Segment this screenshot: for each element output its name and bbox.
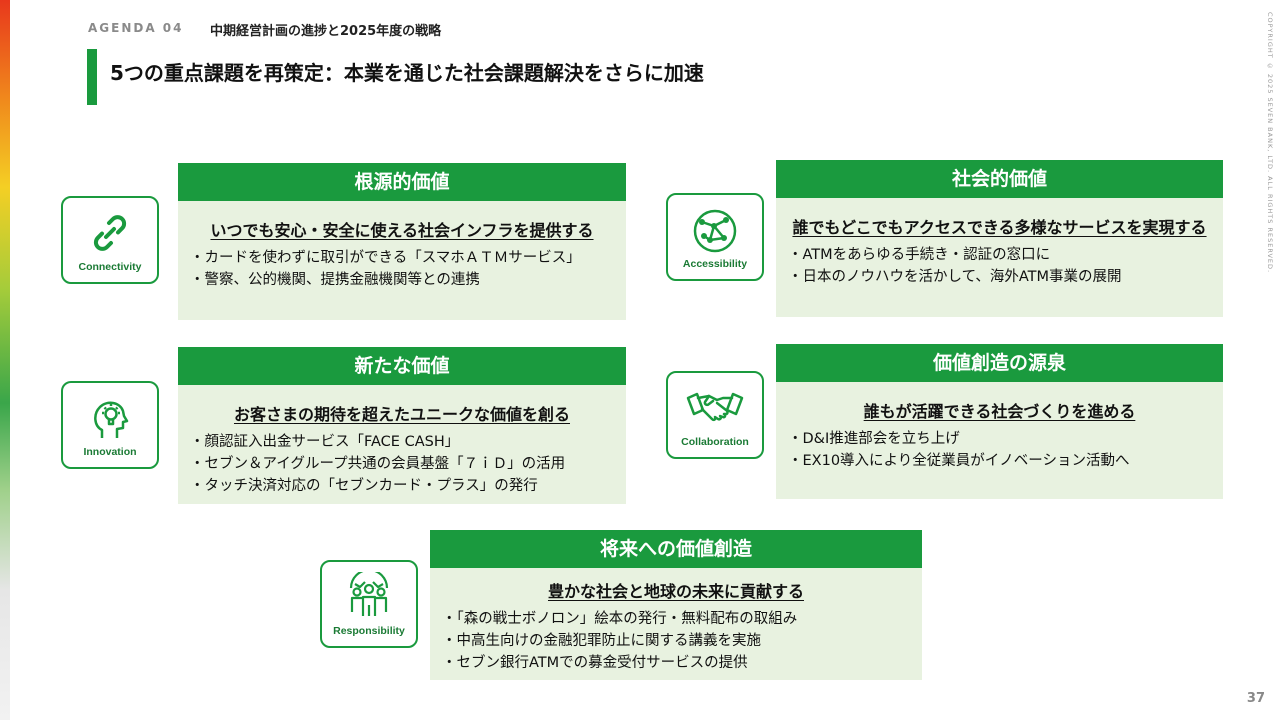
page-title: 5つの重点課題を再策定：本業を通じた社会課題解決をさらに加速: [110, 61, 704, 85]
card-lead: お客さまの期待を超えたユニークな価値を創る: [233, 405, 570, 424]
card-item: ・セブン＆アイグループ共通の会員基盤「７ｉＤ」の活用: [190, 456, 566, 472]
card-body: いつでも安心・安全に使える社会インフラを提供する ・カードを使わずに取引ができる…: [178, 201, 626, 320]
decorative-color-stripe: [0, 0, 10, 720]
agenda-subtitle: 中期経営計画の進捗と2025年度の戦略: [210, 24, 442, 39]
card-item: ・D&I推進部会を立ち上げ: [788, 431, 960, 447]
card-body: 豊かな社会と地球の未来に貢献する ・「森の戦士ボノロン」絵本の発行・無料配布の取…: [430, 568, 922, 680]
card-social-value: 社会的価値 誰でもどこでもアクセスできる多様なサービスを実現する ・ATMをあら…: [776, 160, 1223, 317]
link-icon: [93, 215, 127, 251]
card-body: お客さまの期待を超えたユニークな価値を創る ・顔認証入出金サービス「FACE C…: [178, 385, 626, 504]
card-item: ・「森の戦士ボノロン」絵本の発行・無料配布の取組み: [442, 611, 798, 627]
card-lead: 誰でもどこでもアクセスできる多様なサービスを実現する: [792, 218, 1207, 237]
card-body: 誰もが活躍できる社会づくりを進める ・D&I推進部会を立ち上げ ・EX10導入に…: [776, 382, 1223, 499]
card-item: ・中高生向けの金融犯罪防止に関する講義を実施: [442, 633, 761, 649]
people-globe-icon: [349, 572, 389, 616]
card-item: ・日本のノウハウを活かして、海外ATM事業の展開: [788, 269, 1122, 285]
card-heading: 根源的価値: [178, 163, 626, 201]
innovation-icon-box: Innovation: [61, 381, 159, 469]
agenda-label: AGENDA 04: [88, 21, 184, 35]
card-body: 誰でもどこでもアクセスできる多様なサービスを実現する ・ATMをあらゆる手続き・…: [776, 198, 1223, 317]
card-lead: 誰もが活躍できる社会づくりを進める: [863, 402, 1136, 421]
accessibility-icon-box: Accessibility: [666, 193, 764, 281]
card-item: ・警察、公的機関、提携金融機関等との連携: [190, 272, 480, 288]
card-lead: 豊かな社会と地球の未来に貢献する: [547, 582, 804, 601]
card-heading: 新たな価値: [178, 347, 626, 385]
lightbulb-head-icon: [94, 401, 129, 438]
card-new-value: 新たな価値 お客さまの期待を超えたユニークな価値を創る ・顔認証入出金サービス「…: [178, 347, 626, 504]
card-heading: 価値創造の源泉: [776, 344, 1223, 382]
icon-label: Responsibility: [333, 625, 405, 637]
title-accent-bar: [87, 49, 97, 105]
page-number: 37: [1246, 691, 1265, 706]
card-heading: 将来への価値創造: [430, 530, 922, 568]
card-item: ・タッチ決済対応の「セブンカード・プラス」の発行: [190, 478, 538, 494]
icon-label: Connectivity: [78, 261, 142, 273]
responsibility-icon-box: Responsibility: [320, 560, 418, 648]
card-item: ・ATMをあらゆる手続き・認証の窓口に: [788, 247, 1051, 263]
icon-label: Innovation: [83, 446, 137, 458]
handshake-icon: [686, 392, 744, 422]
card-item: ・カードを使わずに取引ができる「スマホＡＴＭサービス」: [190, 250, 581, 266]
connectivity-icon-box: Connectivity: [61, 196, 159, 284]
card-future-value: 将来への価値創造 豊かな社会と地球の未来に貢献する ・「森の戦士ボノロン」絵本の…: [430, 530, 922, 680]
card-lead: いつでも安心・安全に使える社会インフラを提供する: [210, 221, 594, 240]
card-item: ・EX10導入により全従業員がイノベーション活動へ: [788, 453, 1130, 469]
collaboration-icon-box: Collaboration: [666, 371, 764, 459]
card-fundamental-value: 根源的価値 いつでも安心・安全に使える社会インフラを提供する ・カードを使わずに…: [178, 163, 626, 320]
card-heading: 社会的価値: [776, 160, 1223, 198]
card-item: ・セブン銀行ATMでの募金受付サービスの提供: [442, 655, 748, 671]
copyright-notice: COPYRIGHT © 2025 SEVEN BANK, LTD. ALL RI…: [1266, 12, 1274, 274]
icon-label: Accessibility: [682, 258, 748, 270]
card-item: ・顔認証入出金サービス「FACE CASH」: [190, 434, 460, 450]
globe-network-icon: [693, 209, 737, 253]
card-value-creation-source: 価値創造の源泉 誰もが活躍できる社会づくりを進める ・D&I推進部会を立ち上げ …: [776, 344, 1223, 499]
icon-label: Collaboration: [681, 436, 749, 448]
